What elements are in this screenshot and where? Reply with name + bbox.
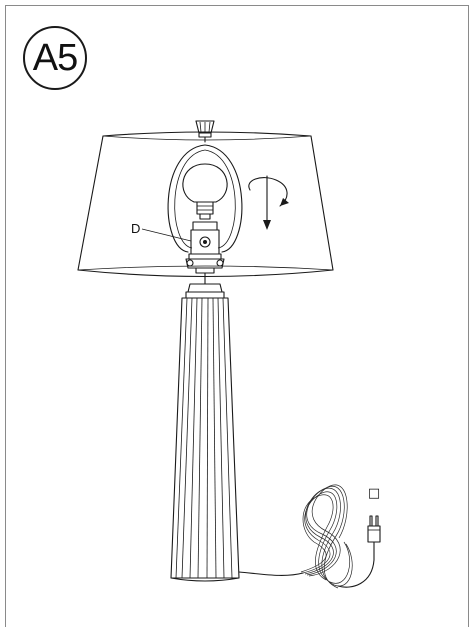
power-cord: [238, 484, 375, 589]
lamp-shade: [77, 131, 334, 278]
rotate-clockwise-arrow-icon: [248, 175, 289, 230]
electrical-plug-icon: □: [367, 486, 381, 543]
step-badge: A5: [23, 26, 87, 90]
light-bulb: [182, 163, 228, 220]
harp: [167, 144, 243, 253]
plug-marker: □: [368, 486, 380, 501]
finial: [195, 120, 215, 143]
socket-callout: D: [131, 221, 192, 242]
socket-callout-label: D: [131, 221, 140, 236]
lamp-socket: [185, 221, 225, 274]
step-number: A5: [32, 37, 78, 79]
page-frame: [5, 5, 469, 627]
lamp-base-body: [170, 297, 240, 582]
